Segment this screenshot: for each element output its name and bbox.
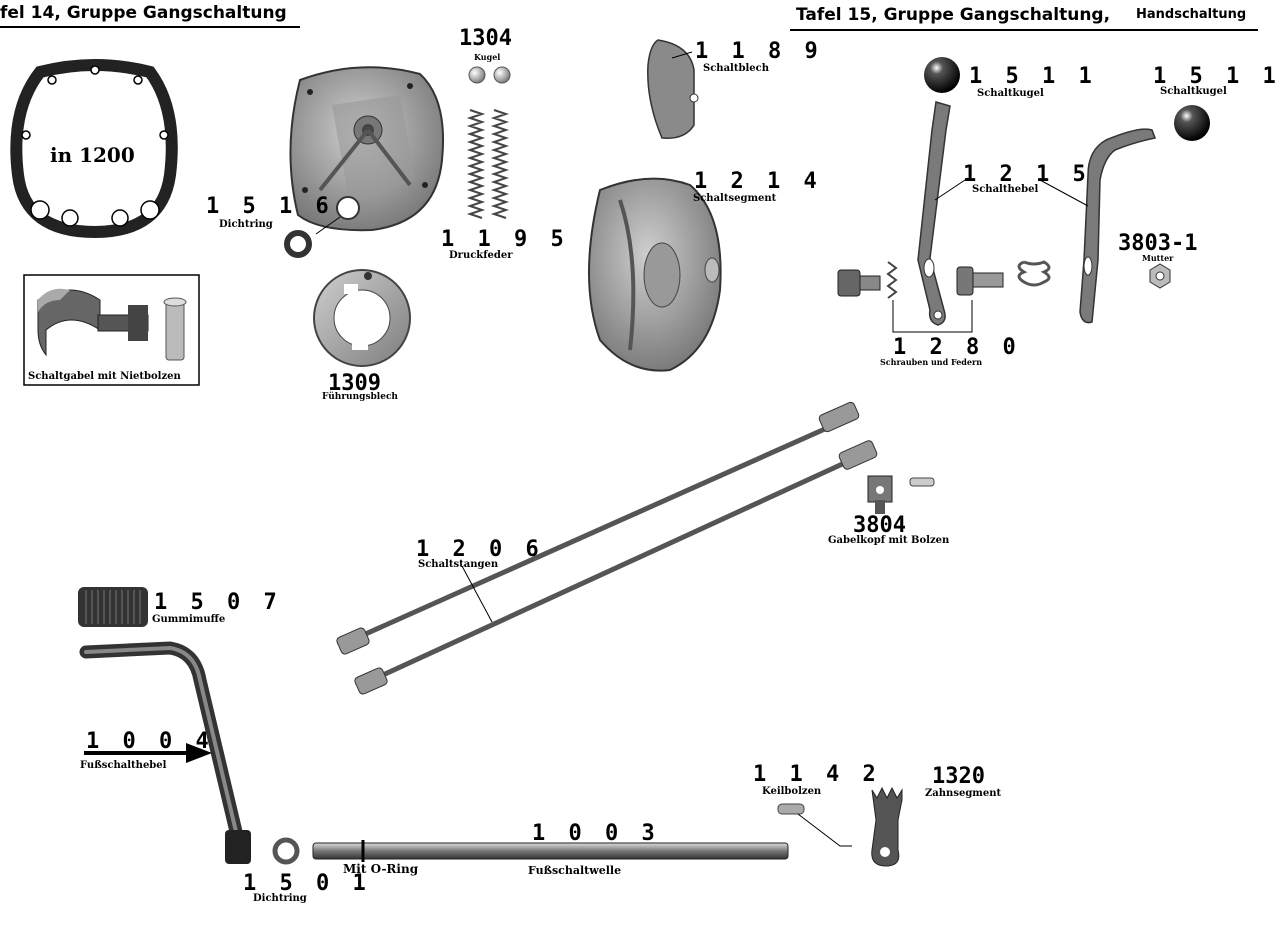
part-name-1309: Führungsblech	[322, 392, 398, 402]
part-number-1004: 1 0 0 4	[86, 729, 214, 754]
part-name-1516: Dichtring	[219, 219, 273, 230]
part-name-1511-left: Schaltkugel	[977, 88, 1044, 99]
part-number-1507: 1 5 0 7	[154, 590, 282, 615]
part-number-1516: 1 5 1 6	[206, 194, 334, 219]
part-name-1215: Schalthebel	[972, 184, 1039, 195]
part-name-1142: Keilbolzen	[762, 786, 822, 797]
part-number-3804: 3804	[853, 513, 906, 538]
seal-ring-1501	[272, 837, 300, 865]
part-number-1189: 1 1 8 9	[695, 39, 823, 64]
arrow-1004	[84, 743, 212, 763]
part-name-1206: Schaltstangen	[418, 559, 499, 570]
gasket-label: in 1200	[50, 143, 135, 167]
wedge-bolt-1142	[777, 803, 852, 847]
screws-and-springs-1280	[837, 260, 1051, 333]
part-number-1309: 1309	[328, 371, 381, 396]
part-name-1214: Schaltsegment	[693, 193, 777, 204]
part-name-1003: Fußschaltwelle	[528, 864, 622, 877]
part-number-3803-1: 3803-1	[1118, 231, 1198, 256]
part-number-1003: 1 0 0 3	[532, 821, 660, 846]
shift-segment-1214	[588, 177, 722, 372]
gasket	[10, 59, 178, 239]
part-number-1280: 1 2 8 0	[893, 335, 1021, 360]
part-name-1304: Kugel	[474, 52, 501, 62]
fork-caption: Schaltgabel mit Nietbolzen	[28, 371, 181, 382]
foot-shift-shaft-1003	[312, 840, 789, 862]
gearbox-cover	[289, 66, 445, 232]
header-right-sub: Handschaltung	[1136, 7, 1247, 22]
shift-rod-lower	[354, 440, 878, 695]
part-number-1511-right: 1 5 1 1	[1153, 64, 1281, 89]
part-name-1507: Gummimuffe	[152, 614, 226, 625]
shift-plate-1189	[647, 39, 699, 139]
seal-ring-1516	[284, 216, 341, 258]
part-name-1004: Fußschalthebel	[80, 760, 167, 771]
part-name-1511-right: Schaltkugel	[1160, 86, 1227, 97]
part-number-1195: 1 1 9 5	[441, 227, 569, 252]
guide-plate-1309	[313, 269, 411, 367]
part-number-1142: 1 1 4 2	[753, 762, 881, 787]
part-number-1304: 1304	[459, 26, 512, 51]
fork-head-3804	[867, 475, 935, 514]
part-number-1511-left: 1 5 1 1	[969, 64, 1097, 89]
part-name-3804: Gabelkopf mit Bolzen	[828, 535, 950, 546]
part-number-1214: 1 2 1 4	[694, 169, 822, 194]
springs-1195	[466, 109, 510, 219]
shift-rod-upper	[336, 401, 860, 655]
part-name-1189: Schaltblech	[703, 63, 769, 74]
part-name-1280: Schrauben und Federn	[880, 357, 983, 367]
shift-knob-1511-left	[924, 57, 960, 93]
part-name-3803-1: Mutter	[1142, 253, 1174, 263]
leader-1206	[461, 565, 493, 623]
part-number-1501: 1 5 0 1	[243, 871, 371, 896]
part-number-1206: 1 2 0 6	[416, 537, 544, 562]
nut-3803-1	[1149, 263, 1171, 289]
part-name-1320: Zahnsegment	[925, 788, 1002, 799]
shift-lever-1215-right	[1039, 128, 1157, 324]
tooth-segment-1320	[871, 786, 903, 867]
shift-lever-1215-left	[917, 101, 969, 326]
part-number-1320: 1320	[932, 764, 985, 789]
part-name-1195: Druckfeder	[449, 250, 513, 261]
shift-knob-1511-right	[1174, 105, 1210, 141]
shift-fork-photo	[23, 274, 200, 386]
header-right: Tafel 15, Gruppe Gangschaltung,	[796, 5, 1111, 25]
foot-shift-lever-1004	[79, 641, 251, 864]
header-left: fel 14, Gruppe Gangschaltung	[0, 3, 287, 23]
part-number-1215: 1 2 1 5	[963, 162, 1091, 187]
oring-note: Mit O-Ring	[343, 862, 419, 876]
rubber-sleeve-1507	[78, 587, 148, 627]
balls-1304	[468, 66, 511, 84]
part-name-1501: Dichtring	[253, 893, 307, 904]
